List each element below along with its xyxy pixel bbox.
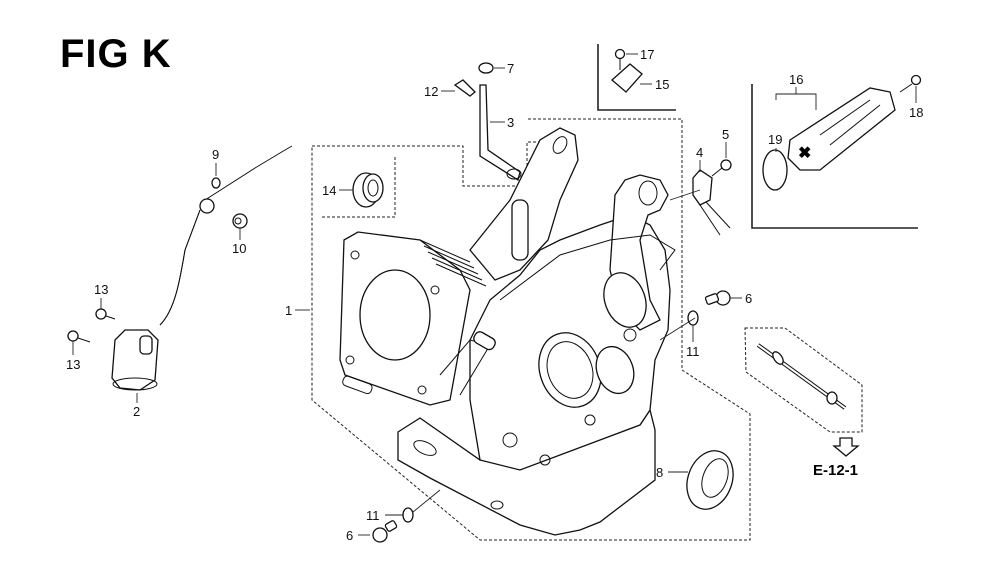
breather-tube[interactable] [479,84,522,182]
o-ring-19[interactable] [762,149,788,191]
figure-title: FIG K [60,32,172,76]
callout-11-right[interactable]: 11 [686,344,700,359]
oil-level-switch-4[interactable] [692,169,731,236]
cylinder-block[interactable] [339,231,497,406]
crankcase-assembly-frame [311,118,751,541]
governor-solenoid-2[interactable] [111,329,159,391]
bolt-5[interactable] [711,159,732,177]
bolt-18[interactable] [899,74,922,93]
drain-bolt-6-bottom[interactable] [372,520,398,543]
washer-9[interactable] [211,177,221,189]
callout-16[interactable]: 16 [789,72,803,87]
bolt-13-upper[interactable] [95,308,116,320]
callout-7[interactable]: 7 [507,61,514,76]
callout-10[interactable]: 10 [232,241,246,256]
clip-7[interactable] [478,62,494,74]
callout-11-bottom[interactable]: 11 [366,508,380,523]
callout-13-upper[interactable]: 13 [94,282,108,297]
svg-text:✖: ✖ [798,145,811,162]
washer-11-right[interactable] [687,310,699,326]
bolt-17[interactable] [614,48,626,71]
nut-10[interactable] [232,213,248,229]
callout-1[interactable]: 1 [285,303,292,318]
callout-13-lower[interactable]: 13 [66,357,80,372]
stud-bolt[interactable] [756,343,847,410]
reference-link-e-12-1[interactable]: E-12-1 [813,462,858,479]
reference-arrow-icon[interactable] [832,437,860,457]
dipstick-16[interactable]: ✖ [787,87,896,171]
washer-11-bottom[interactable] [402,507,414,523]
callout-12[interactable]: 12 [424,84,438,99]
bracket-group-frame [597,44,676,111]
callout-4[interactable]: 4 [696,145,703,160]
oil-seal-14-frame [322,156,396,218]
stud-bolt-frame [744,327,863,433]
clip-12[interactable] [453,79,476,97]
callout-17[interactable]: 17 [640,47,654,62]
leader-lines [72,53,917,536]
governor-cable[interactable] [159,145,293,326]
callout-6-right[interactable]: 6 [745,291,752,306]
callout-2[interactable]: 2 [133,404,140,419]
callout-5[interactable]: 5 [722,127,729,142]
bolt-13-lower[interactable] [67,330,91,343]
callout-14[interactable]: 14 [322,183,336,198]
drain-bolt-6-right[interactable] [704,290,731,306]
oil-seal-8[interactable] [679,444,741,515]
crankcase[interactable] [397,127,676,536]
oil-seal-14[interactable] [352,172,384,208]
callout-18[interactable]: 18 [909,105,923,120]
bracket-15[interactable] [611,63,643,93]
callout-15[interactable]: 15 [655,77,669,92]
dipstick-group-frame [751,84,918,229]
callout-19[interactable]: 19 [768,132,782,147]
callout-8[interactable]: 8 [656,465,663,480]
callout-labels: 1 2 3 4 5 6 6 7 8 9 10 11 11 12 13 13 14… [66,47,923,543]
callout-6-bottom[interactable]: 6 [346,528,353,543]
callout-9[interactable]: 9 [212,147,219,162]
callout-3[interactable]: 3 [507,115,514,130]
